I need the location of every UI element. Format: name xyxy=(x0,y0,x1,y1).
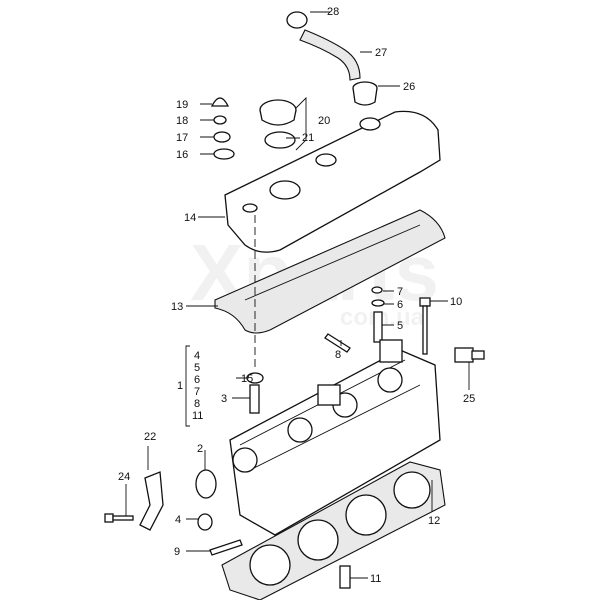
group-1-item: 7 xyxy=(194,386,200,398)
bracket-22[interactable] xyxy=(139,471,164,531)
plug-4[interactable] xyxy=(197,513,213,531)
bolt-3[interactable] xyxy=(249,384,260,414)
temperature-sensor[interactable] xyxy=(454,347,485,363)
bolt-24[interactable] xyxy=(104,513,134,523)
valve-cover-gasket[interactable] xyxy=(214,209,446,334)
callout-6: 6 xyxy=(397,299,403,311)
valve-cover[interactable] xyxy=(224,110,441,253)
group-1-item: 11 xyxy=(192,410,203,422)
head-gasket[interactable] xyxy=(221,461,446,600)
callout-2: 2 xyxy=(197,443,203,455)
grommet[interactable] xyxy=(352,81,378,106)
pin-11[interactable] xyxy=(339,565,351,589)
callout-17: 17 xyxy=(176,132,188,144)
callout-28: 28 xyxy=(327,6,339,18)
callout-5: 5 xyxy=(397,320,403,332)
callout-8: 8 xyxy=(335,349,341,361)
cover-washers[interactable] xyxy=(210,97,235,160)
callout-4: 4 xyxy=(175,514,181,526)
seal-2[interactable] xyxy=(195,469,217,499)
callout-3: 3 xyxy=(221,393,227,405)
callout-9: 9 xyxy=(174,546,180,558)
callout-26: 26 xyxy=(403,81,415,93)
callout-21: 21 xyxy=(302,132,314,144)
callout-27: 27 xyxy=(375,47,387,59)
group-1-item: 6 xyxy=(194,374,200,386)
callout-22: 22 xyxy=(144,431,156,443)
cylinder-head[interactable] xyxy=(229,339,441,536)
breather-hose[interactable] xyxy=(286,11,361,81)
callout-1: 1 xyxy=(177,380,183,392)
callout-19: 19 xyxy=(176,99,188,111)
callout-13: 13 xyxy=(171,301,183,313)
callout-labels: 28 27 26 19 18 17 16 20 21 14 13 7 6 5 1… xyxy=(118,6,475,585)
studs-and-nuts[interactable] xyxy=(324,286,431,355)
callout-7: 7 xyxy=(397,286,403,298)
callout-14: 14 xyxy=(184,212,196,224)
group-1-item: 4 xyxy=(194,350,200,362)
callout-24: 24 xyxy=(118,471,130,483)
callout-15: 15 xyxy=(241,373,253,385)
group-1-item: 5 xyxy=(194,362,200,374)
callout-25: 25 xyxy=(463,393,475,405)
callout-12: 12 xyxy=(428,515,440,527)
callout-11: 11 xyxy=(370,573,381,585)
callout-18: 18 xyxy=(176,115,188,127)
callout-10: 10 xyxy=(450,296,462,308)
callout-20: 20 xyxy=(318,115,330,127)
leader-lines xyxy=(125,11,470,579)
group-1-item: 8 xyxy=(194,398,200,410)
callout-16: 16 xyxy=(176,149,188,161)
oil-filler-cap[interactable] xyxy=(259,99,297,149)
stud-9[interactable] xyxy=(209,539,243,556)
